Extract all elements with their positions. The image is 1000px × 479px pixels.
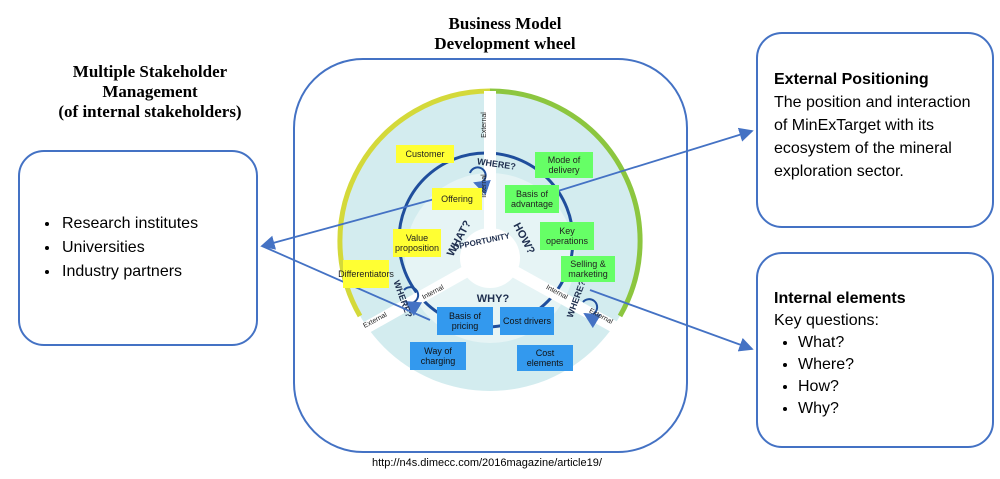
question-item: What? xyxy=(798,332,982,354)
connector-arrow xyxy=(260,196,443,250)
internal-ring-label: Internal xyxy=(481,174,488,198)
center-hub xyxy=(460,228,520,288)
stakeholder-item: Universities xyxy=(60,236,256,260)
wheel-card-yellow: Offering xyxy=(432,188,482,210)
external-heading: External Positioning xyxy=(774,71,929,88)
wheel-card-green: Key operations xyxy=(540,222,594,250)
question-item: How? xyxy=(798,376,982,398)
stakeholder-item: Research institutes xyxy=(60,212,256,236)
source-url: http://n4s.dimecc.com/2016magazine/artic… xyxy=(372,457,602,469)
external-positioning-box: External Positioning The position and in… xyxy=(756,32,994,228)
question-list: What? Where? How? Why? xyxy=(774,332,982,420)
wheel-card-blue: Way of charging xyxy=(410,342,466,370)
wheel-card-yellow: Differentiators xyxy=(338,260,394,288)
wheel-card-blue: Cost elements xyxy=(517,345,573,371)
left-title-line-3: (of internal stakeholders) xyxy=(58,102,242,121)
wheel-card-blue: Cost drivers xyxy=(500,307,554,335)
rotate-arrow-icon xyxy=(403,286,423,317)
wheel-card-green: Basis of advantage xyxy=(505,185,559,213)
internal-elements-box: Internal elements Key questions: What? W… xyxy=(756,252,994,448)
question-item: Why? xyxy=(798,398,982,420)
center-title-line-2: Development wheel xyxy=(434,34,576,53)
rotate-arrow-icon xyxy=(469,166,491,196)
wheel-card-yellow: Customer xyxy=(396,145,454,163)
green-ring-arc xyxy=(489,88,643,318)
wheel-card-green: Selling & marketing xyxy=(561,256,615,282)
wheel-card-blue: Basis of pricing xyxy=(437,307,493,335)
left-title-line-1: Multiple Stakeholder xyxy=(72,62,228,81)
wheel-card-green: Mode of delivery xyxy=(535,152,593,178)
connector-arrow xyxy=(544,127,754,196)
question-item: Where? xyxy=(798,354,982,376)
center-title: Business Model Development wheel xyxy=(400,14,610,54)
external-ring-label: External xyxy=(481,112,488,138)
external-body: The position and interaction of MinExTar… xyxy=(774,94,971,180)
left-title-line-2: Management xyxy=(102,82,198,101)
center-title-line-1: Business Model xyxy=(448,14,562,33)
stakeholder-list: Research institutes Universities Industr… xyxy=(20,212,256,284)
connector-arrow xyxy=(589,289,754,352)
internal-heading: Internal elements xyxy=(774,290,906,307)
stakeholder-item: Industry partners xyxy=(60,260,256,284)
rotate-arrow-icon xyxy=(582,298,602,329)
internal-subheading: Key questions: xyxy=(774,312,879,329)
wheel-card-yellow: Value proposition xyxy=(393,229,441,257)
why-label: WHY? xyxy=(477,293,510,305)
stakeholder-box: Research institutes Universities Industr… xyxy=(18,150,258,346)
left-title: Multiple Stakeholder Management (of inte… xyxy=(30,62,270,122)
